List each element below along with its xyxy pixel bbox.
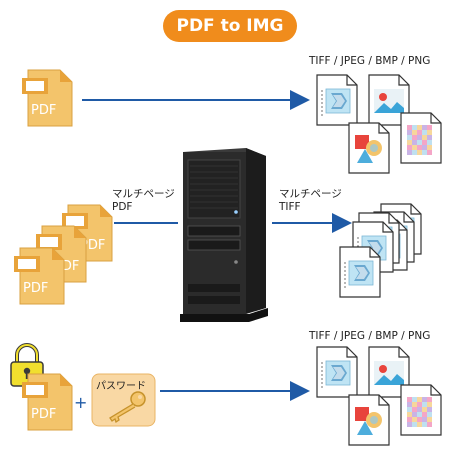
formats-label-bottom: TIFF / JPEG / BMP / PNG [309,330,431,342]
image-document-icon [348,122,390,174]
pdf-file-icon: PDF [13,247,65,305]
pdf-label: PDF [31,103,56,118]
image-document-icon [400,384,442,436]
key-icon [109,391,146,424]
password-card: パスワード [91,373,156,427]
multipage-tiff-label: マルチページ TIFF [279,188,342,213]
formats-label-top: TIFF / JPEG / BMP / PNG [309,55,431,67]
password-label: パスワード [96,380,146,392]
image-document-icon [339,246,381,298]
server-tower-icon [180,148,268,322]
pdf-file-icon: PDF [21,69,73,127]
image-document-icon [316,346,358,398]
pdf-file-icon: PDF [21,373,73,431]
pdf-label: PDF [23,281,48,296]
image-document-icon [348,394,390,446]
image-document-icon [316,74,358,126]
pdf-label: PDF [31,407,56,422]
title-badge: PDF to IMG [163,10,297,42]
multipage-pdf-label: マルチページ PDF [112,188,175,213]
image-document-icon [400,112,442,164]
plus-sign: + [74,393,87,412]
